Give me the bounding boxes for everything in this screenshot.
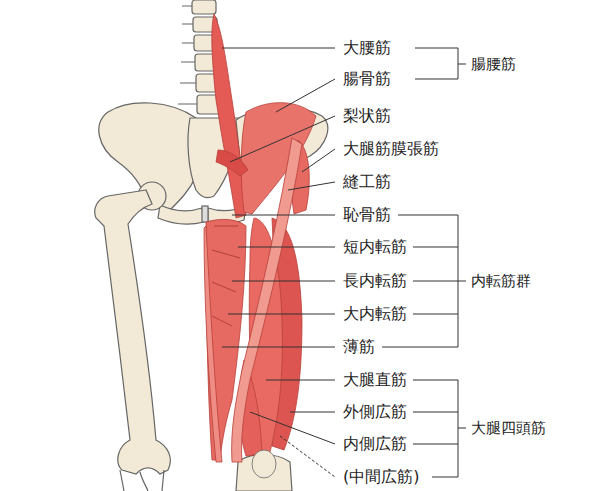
muscle-label: 大腰筋 bbox=[343, 38, 391, 58]
group-label: 内転筋群 bbox=[471, 271, 531, 291]
muscle-label: 短内転筋 bbox=[343, 237, 407, 257]
muscle-label: 大腿直筋 bbox=[343, 370, 407, 390]
muscle-label: 薄筋 bbox=[343, 337, 375, 357]
muscle-label: 梨状筋 bbox=[343, 106, 391, 126]
muscle-label: (中間広筋) bbox=[343, 467, 419, 487]
muscle-label: 腸骨筋 bbox=[343, 69, 391, 89]
group-label: 腸腰筋 bbox=[471, 54, 516, 74]
leader-lines bbox=[222, 48, 335, 477]
muscle-label: 恥骨筋 bbox=[343, 205, 391, 225]
muscle-label: 内側広筋 bbox=[343, 434, 407, 454]
muscle-label: 縫工筋 bbox=[343, 172, 391, 192]
muscle-label: 大内転筋 bbox=[343, 304, 407, 324]
muscle-label: 大腿筋膜張筋 bbox=[343, 139, 439, 159]
group-label: 大腿四頭筋 bbox=[471, 418, 546, 438]
bones bbox=[95, 0, 328, 491]
muscle-label: 外側広筋 bbox=[343, 402, 407, 422]
muscles bbox=[204, 14, 316, 478]
muscle-label: 長内転筋 bbox=[343, 271, 407, 291]
